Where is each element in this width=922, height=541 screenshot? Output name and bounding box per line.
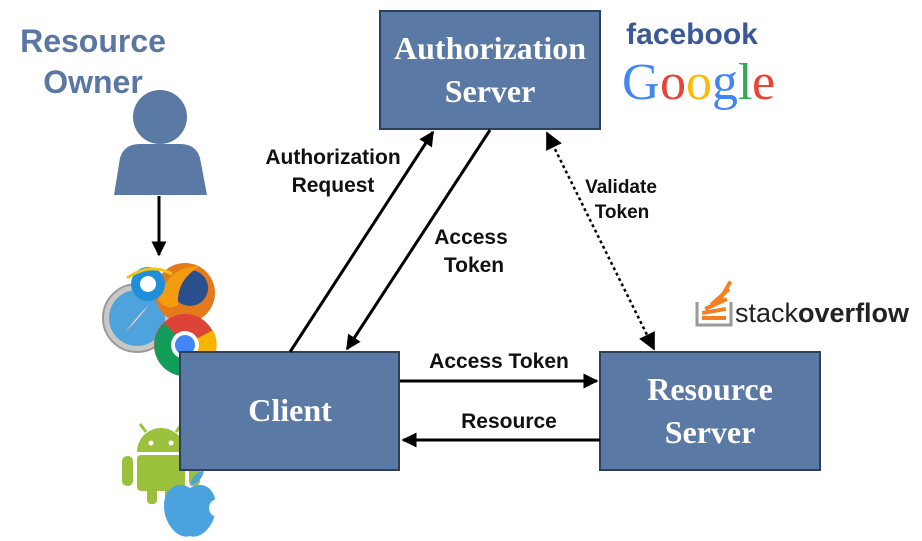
access-token-return-label-line2: Token <box>444 254 504 277</box>
stackoverflow-wordmark-prefix: stack <box>735 298 799 328</box>
stackoverflow-logo: stackoverflow <box>695 280 910 328</box>
client-node: Client <box>179 351 400 471</box>
stackoverflow-wordmark-suffix: overflow <box>798 298 910 328</box>
safari-icon <box>102 283 172 353</box>
facebook-logo: facebook <box>626 18 758 51</box>
authorization-server-label-line1: Authorization <box>394 30 586 66</box>
ie-icon <box>126 267 173 301</box>
validate-token-arrow <box>545 131 656 351</box>
svg-text:G: G <box>622 54 660 111</box>
authorization-request-label-line1: Authorization <box>265 146 400 169</box>
svg-text:e: e <box>752 54 775 111</box>
svg-text:stackoverflow: stackoverflow <box>735 298 910 328</box>
google-logo: G o o g l e <box>622 54 775 111</box>
android-icon <box>122 423 200 504</box>
resource-owner-title-line1: Resource <box>20 23 166 59</box>
access-token-return-arrow <box>345 129 492 351</box>
user-icon <box>114 90 207 195</box>
svg-text:g: g <box>712 54 738 111</box>
firefox-icon <box>155 263 215 323</box>
validate-token-label-line1: Validate <box>585 177 657 198</box>
resource-owner-title-line2: Owner <box>43 64 143 100</box>
resource-return-label: Resource <box>461 410 557 433</box>
svg-text:o: o <box>660 54 686 111</box>
svg-text:o: o <box>686 54 712 111</box>
client-label: Client <box>248 392 332 428</box>
validate-token-label-line2: Token <box>595 202 650 223</box>
authorization-server-label-line2: Server <box>445 73 536 109</box>
access-token-send-label: Access Token <box>429 350 569 373</box>
resource-server-node: Resource Server <box>599 351 821 471</box>
svg-text:l: l <box>738 54 752 111</box>
resource-server-label-line2: Server <box>665 414 756 450</box>
stackoverflow-icon <box>695 280 733 327</box>
access-token-return-label-line1: Access <box>434 226 508 249</box>
resource-server-label-line1: Resource <box>647 371 773 407</box>
authorization-request-arrow <box>288 130 435 353</box>
authorization-server-node: Authorization Server <box>379 10 601 130</box>
apple-icon <box>164 470 227 537</box>
authorization-request-label-line2: Request <box>292 174 375 197</box>
